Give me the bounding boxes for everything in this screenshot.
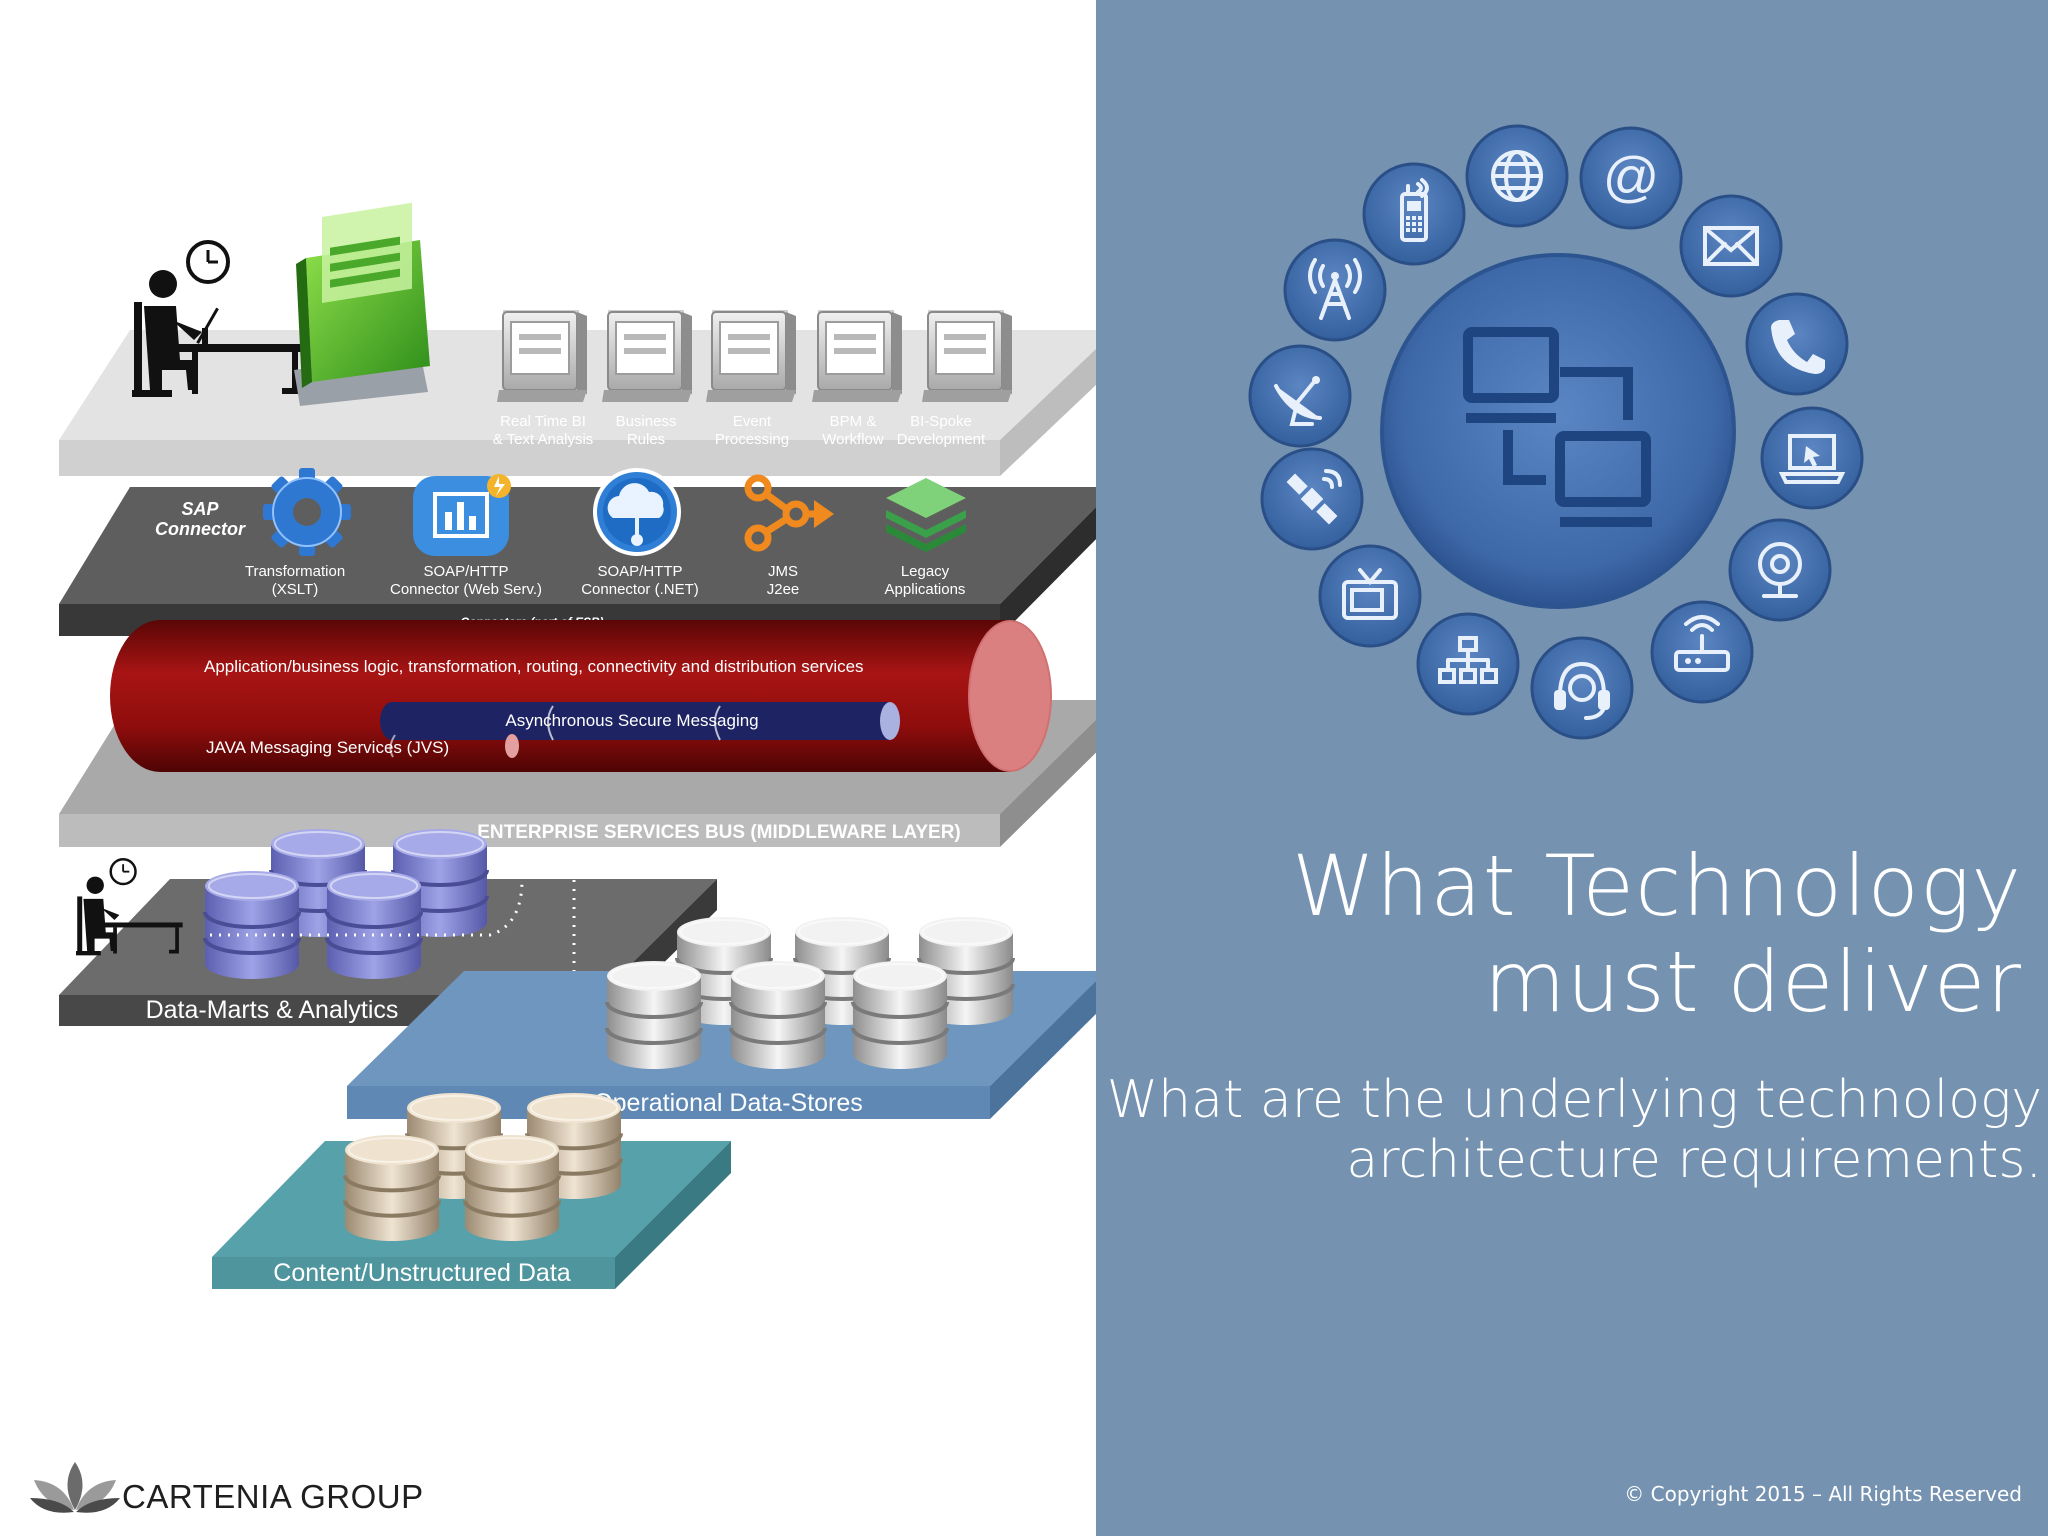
data-mart-databases xyxy=(203,828,489,980)
sap-connector-label: SAP xyxy=(181,499,219,519)
app-label-line2: & Text Analysis xyxy=(493,431,594,448)
subtitle-line-1: What are the underlying technology xyxy=(1106,1070,2042,1130)
app-label-line1: Real Time BI xyxy=(500,413,586,430)
analyst-at-desk-icon xyxy=(76,858,183,956)
app-monitors: Real Time BI& Text Analysis BusinessRules… xyxy=(493,310,1012,448)
cloud-icon xyxy=(593,468,681,556)
app-label-line1: BI-Spoke xyxy=(910,413,972,430)
copyright: © Copyright 2015 – All Rights Reserved xyxy=(1624,1482,2022,1506)
operational-label: Operational Data-Stores xyxy=(593,1089,863,1117)
phone-icon xyxy=(1745,292,1849,396)
data-marts-label: Data-Marts & Analytics xyxy=(146,996,399,1024)
jvs-text: JAVA Messaging Services (JVS) xyxy=(206,738,449,757)
app-label-line1: BPM & xyxy=(830,413,877,430)
sap-connector-label-2: Connector xyxy=(155,519,246,539)
user-at-desk-icon xyxy=(132,240,304,397)
satellite-icon xyxy=(1260,447,1364,551)
database-icon xyxy=(463,1134,561,1242)
monitor-icon xyxy=(922,310,1012,402)
connector-label-line2: (XSLT) xyxy=(272,581,318,598)
connector-label-line1: Transformation xyxy=(245,563,345,580)
app-label-line1: Business xyxy=(616,413,677,430)
computers-network-icon xyxy=(1463,327,1652,527)
content-label: Content/Unstructured Data xyxy=(273,1259,570,1287)
mobile-icon xyxy=(1362,162,1466,266)
tv-icon xyxy=(1318,544,1422,648)
data-flow-line xyxy=(210,879,524,937)
subtitle-line-2: architecture requirements. xyxy=(1346,1130,2042,1190)
connector-label-line1: Legacy xyxy=(901,563,950,580)
dashboard-screen-icon xyxy=(294,202,430,406)
database-icon xyxy=(203,870,301,980)
monitor-icon xyxy=(497,310,587,402)
database-icon xyxy=(605,960,703,1070)
connector-label-line2: Applications xyxy=(885,581,966,598)
monitor-icon xyxy=(812,310,902,402)
connector-label-line1: JMS xyxy=(768,563,798,580)
operational-databases xyxy=(605,916,1015,1070)
svg-text:@: @ xyxy=(1603,145,1660,208)
connector-label-line2: Connector (Web Serv.) xyxy=(390,581,542,598)
at-icon: @ xyxy=(1579,126,1683,230)
webcam-icon xyxy=(1728,518,1832,622)
database-icon xyxy=(851,960,949,1070)
flow-icon xyxy=(744,474,834,552)
app-label-line2: Processing xyxy=(715,431,789,448)
title: What Technology must deliver xyxy=(1122,838,2022,1030)
subtitle: What are the underlying technology archi… xyxy=(1042,1070,2042,1190)
connector-label-line1: SOAP/HTTP xyxy=(423,563,508,580)
connector-label-line2: Connector (.NET) xyxy=(581,581,699,598)
title-line-2: must deliver xyxy=(1483,933,2022,1031)
channel-icons: @ xyxy=(1248,124,1864,740)
right-panel xyxy=(1096,0,2048,1536)
channel-wheel: @ xyxy=(1248,124,1864,740)
app-label-line2: Rules xyxy=(627,431,665,448)
content-databases xyxy=(343,1092,623,1242)
monitor-icon xyxy=(706,310,796,402)
connector-label-line2: J2ee xyxy=(767,581,800,598)
esb-logic-text: Application/business logic, transformati… xyxy=(204,657,864,676)
database-icon xyxy=(729,960,827,1070)
globe-icon xyxy=(1465,124,1569,228)
lotus-logo-icon xyxy=(30,1462,120,1513)
esb-bus-label: ENTERPRISE SERVICES BUS (MIDDLEWARE LAYE… xyxy=(477,822,961,843)
monitor-icon xyxy=(602,310,692,402)
app-label-line2: Workflow xyxy=(822,431,884,448)
app-label-line1: Event xyxy=(733,413,772,430)
logo-text: CARTENIA GROUP xyxy=(122,1478,424,1515)
network-icon xyxy=(1416,612,1520,716)
messaging-tube xyxy=(380,702,900,758)
async-messaging-text: Asynchronous Secure Messaging xyxy=(505,711,758,730)
database-icon xyxy=(325,870,423,980)
laptop-icon xyxy=(1760,406,1864,510)
chart-icon xyxy=(413,474,511,556)
dish-icon xyxy=(1248,344,1352,448)
layers-icon xyxy=(886,478,966,552)
app-label-line2: Development xyxy=(897,431,986,448)
gear-icon xyxy=(263,468,351,556)
mail-icon xyxy=(1679,194,1783,298)
connector-label-line1: SOAP/HTTP xyxy=(597,563,682,580)
headset-icon xyxy=(1530,636,1634,740)
title-line-1: What Technology xyxy=(1291,837,2022,935)
router-icon xyxy=(1650,600,1754,704)
antenna-icon xyxy=(1283,238,1387,342)
database-icon xyxy=(343,1134,441,1242)
